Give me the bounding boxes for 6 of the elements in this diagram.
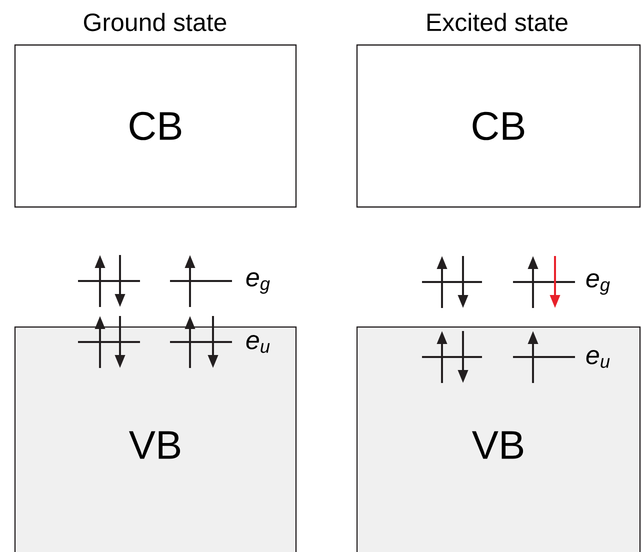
level-label: e$_{g}$: [246, 272, 270, 294]
band-box: CB: [14, 44, 297, 208]
level-label: e$_{g}$: [586, 273, 610, 295]
level-label: e$_{u}$: [246, 335, 270, 353]
band-box: CB: [356, 44, 641, 208]
level-label: e$_{u}$: [586, 350, 610, 368]
